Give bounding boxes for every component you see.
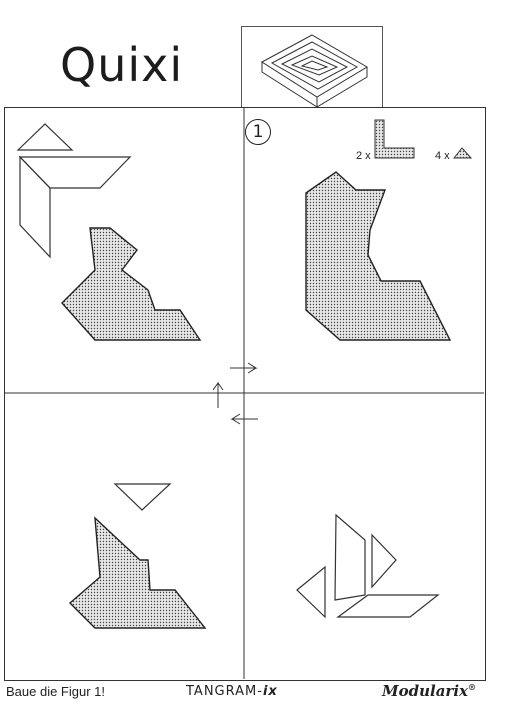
shaded-figure-top-right [305, 171, 452, 341]
page-title: Quixi [60, 38, 184, 92]
modularix-brand: Modularix® [382, 682, 476, 700]
nested-squares-logo [261, 34, 368, 107]
top-left-pieces [16, 123, 132, 259]
triangle-piece-count: 4 x [435, 150, 450, 162]
parallelogram-piece-2 [19, 155, 51, 259]
registered-mark: ® [467, 682, 476, 692]
figure-number-badge: 1 [245, 119, 271, 145]
piece-counter [374, 119, 473, 159]
rotate-arrows [212, 362, 258, 425]
small-triangle-piece [16, 123, 74, 151]
brand2-text: Modularix [382, 682, 468, 700]
figure-grid [4, 107, 486, 681]
l-piece-count: 2 x [356, 150, 371, 162]
bottom-right-pieces [296, 513, 440, 619]
instruction-caption: Baue die Figur 1! [6, 684, 106, 699]
shaded-figure-top-left [61, 227, 202, 341]
brand-prefix: TANGRAM- [186, 684, 263, 699]
quixi-logo-image [241, 26, 383, 108]
small-triangle-piece-bottom [113, 483, 172, 511]
shaded-figure-bottom-left [68, 516, 207, 629]
brand-suffix: ix [262, 684, 278, 699]
tangram-brand: TANGRAM-ix [186, 684, 278, 699]
parallelogram-piece [18, 156, 132, 189]
